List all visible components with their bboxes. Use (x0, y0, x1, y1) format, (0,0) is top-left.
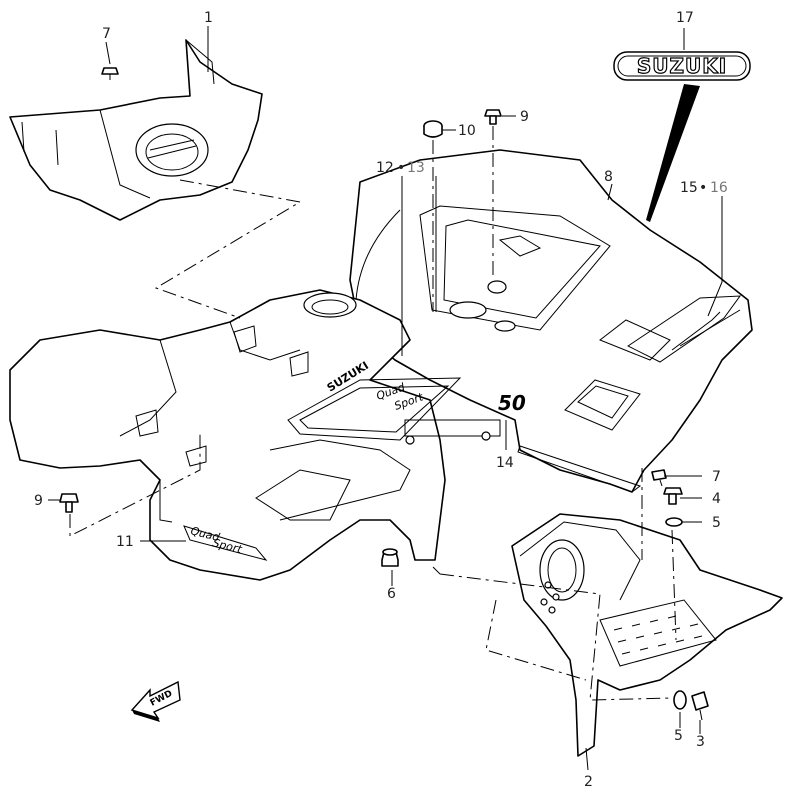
part-front-fender (9, 289, 501, 581)
bolt-9-top (484, 109, 502, 125)
bolt-9-left (59, 493, 79, 513)
clip-7-top (101, 67, 119, 80)
callout-10: 10 (458, 123, 476, 139)
suzuki-emblem: SUZUKI (613, 51, 751, 222)
callout-8: 8 (604, 169, 613, 185)
callout-7-top: 7 (102, 26, 111, 42)
clip-7-right (651, 469, 667, 487)
callout-9-left: 9 (34, 493, 43, 509)
callout-7-right: 7 (712, 469, 721, 485)
bolt-3 (691, 691, 709, 721)
callout-6: 6 (387, 586, 396, 602)
callout-11: 11 (116, 534, 134, 550)
grommet-6 (381, 548, 399, 567)
part-front-cover (9, 38, 263, 221)
callout-4: 4 (712, 491, 721, 507)
callout-5-lower: 5 (674, 728, 683, 744)
suzuki-emblem-text: SUZUKI (637, 54, 727, 78)
callout-5-right: 5 (712, 515, 721, 531)
callout-sep-2: • (699, 180, 707, 196)
callout-1: 1 (204, 10, 213, 26)
callout-sep-1: • (397, 160, 405, 176)
part-rear-fender (349, 149, 753, 493)
callout-13: 13 (407, 160, 425, 176)
callout-14: 14 (496, 455, 514, 471)
hardware (59, 67, 709, 721)
leader-lines (48, 26, 723, 771)
callout-15: 15 (680, 180, 698, 196)
callout-9-top: 9 (520, 109, 529, 125)
assembly-lines (69, 126, 677, 701)
decal-model: 50 (498, 391, 526, 415)
callout-3: 3 (696, 734, 705, 750)
bolt-4 (663, 487, 683, 505)
callout-12: 12 (376, 160, 394, 176)
grommet-10 (423, 120, 443, 138)
fwd-arrow: FWD (130, 680, 181, 722)
callout-16: 16 (710, 180, 728, 196)
callout-2: 2 (584, 774, 593, 790)
part-footrest (511, 513, 783, 757)
callout-labels: 1 7 10 9 12 • 13 8 15 • 16 17 14 7 4 5 9… (34, 10, 728, 790)
callout-17: 17 (676, 10, 694, 26)
washer-5-right (665, 517, 683, 527)
washer-5-lower (673, 690, 687, 710)
